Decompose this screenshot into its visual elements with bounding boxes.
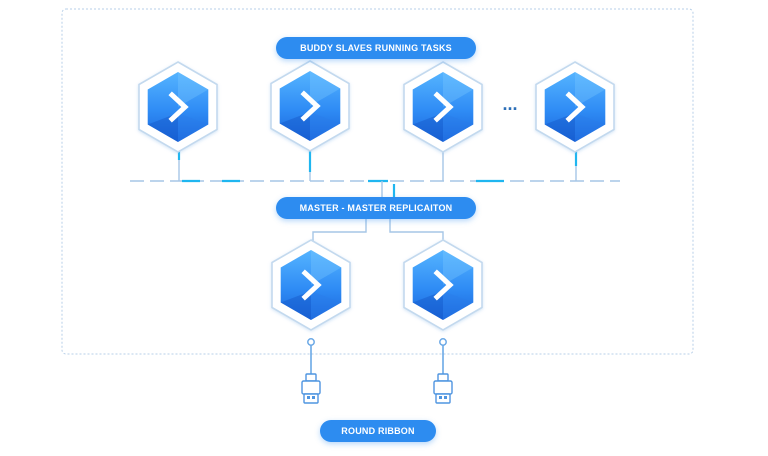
- slave-node: [535, 61, 615, 153]
- server-nodes: [138, 60, 615, 331]
- chevron-right-icon: [433, 91, 454, 123]
- slave-node: [403, 61, 483, 153]
- chevron-right-icon: [301, 269, 322, 301]
- chevron-right-icon: [565, 91, 586, 123]
- slave-node: [138, 61, 218, 153]
- chevron-right-icon: [168, 91, 189, 123]
- chevron-right-icon: [433, 269, 454, 301]
- cluster-frame: [61, 8, 694, 355]
- chevron-right-icon: [300, 90, 321, 122]
- slave-node: [270, 60, 350, 152]
- ribbon-label-pill: ROUND RIBBON: [320, 420, 436, 442]
- replication-label-pill: MASTER - MASTER REPLICAITON: [276, 197, 476, 219]
- slaves-label-pill: BUDDY SLAVES RUNNING TASKS: [276, 37, 476, 59]
- master-node: [271, 239, 351, 331]
- slave-connectors: [177, 142, 578, 181]
- more-nodes-ellipsis: ...: [502, 94, 517, 114]
- usb-connector-icon: [433, 338, 453, 404]
- master-node: [403, 239, 483, 331]
- master-connectors: [312, 219, 444, 250]
- ribbon-connectors: [301, 338, 453, 404]
- replication-link: [381, 181, 396, 197]
- usb-connector-icon: [301, 338, 321, 404]
